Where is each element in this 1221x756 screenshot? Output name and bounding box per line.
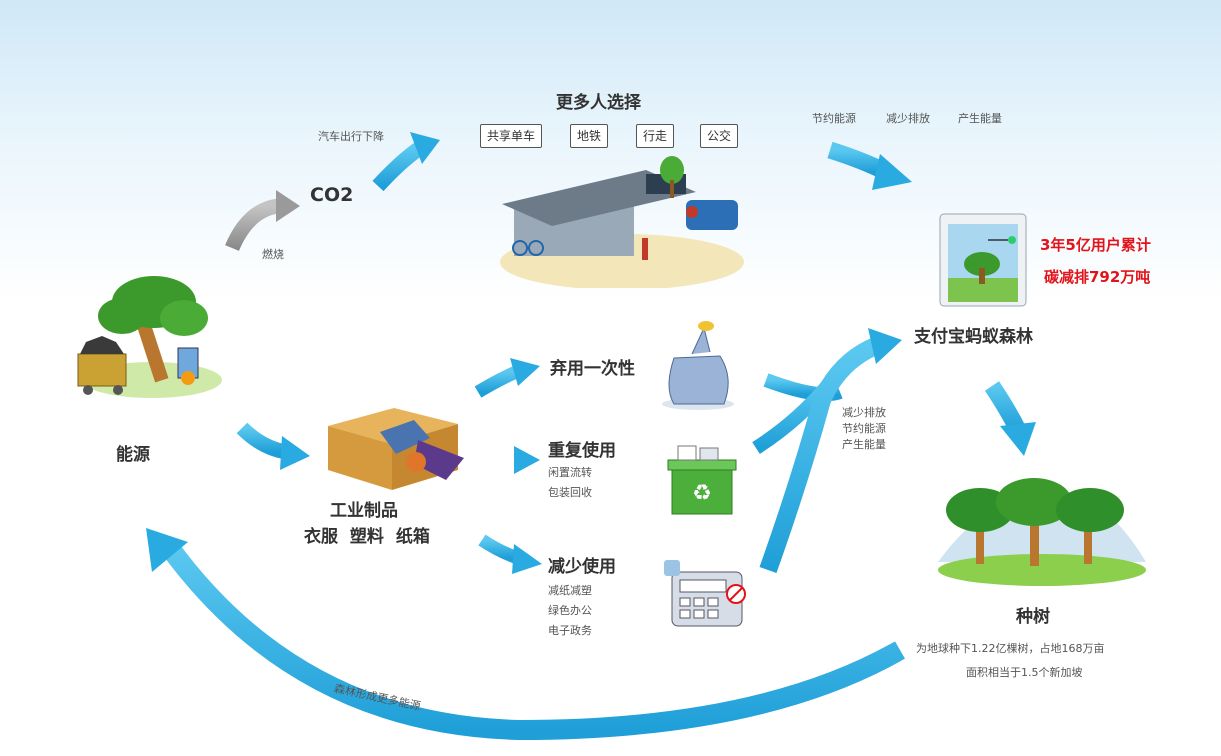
reduce-sub-gov: 电子政务	[548, 624, 592, 637]
mid-label-generate-energy: 产生能量	[842, 438, 886, 451]
mid-label-reduce-emission: 减少排放	[842, 406, 886, 419]
car-down-label: 汽车出行下降	[318, 130, 384, 143]
top-label-save-energy: 节约能源	[812, 112, 856, 125]
reuse-sub-idle: 闲置流转	[548, 466, 592, 479]
energy-illustration	[77, 276, 222, 398]
reuse-title: 重复使用	[548, 441, 616, 461]
reduce-title: 减少使用	[548, 557, 616, 577]
trash-bag-illustration	[662, 321, 734, 410]
recycle-bin-illustration: ♻	[667, 445, 737, 515]
to-abandon-arrow	[474, 358, 540, 398]
transport-option-walk: 行走	[636, 124, 675, 148]
transport-to-alipay-arrow	[827, 141, 912, 190]
alipay-forest-title: 支付宝蚂蚁森林	[914, 327, 1033, 347]
reduce-sub-office: 绿色办公	[548, 604, 592, 617]
top-label-generate-energy: 产生能量	[958, 112, 1002, 125]
burn-label: 燃烧	[262, 248, 284, 261]
transport-option-bus: 公交	[700, 124, 739, 148]
co2-label: CO2	[310, 184, 354, 206]
to-reuse-arrow	[480, 446, 540, 474]
transport-option-bike: 共享单车	[480, 124, 543, 148]
alipay-to-plant-arrow	[984, 381, 1036, 456]
abandon-title: 弃用一次性	[550, 359, 635, 379]
to-reduce-arrow	[478, 534, 542, 574]
svg-text:♻: ♻	[692, 481, 712, 506]
plant-desc-line1: 为地球种下1.22亿棵树，占地168万亩	[916, 642, 1105, 655]
mid-label-save-energy: 节约能源	[842, 422, 886, 435]
transport-option-subway: 地铁	[570, 124, 609, 148]
abandon-to-alipay-arrow	[763, 373, 843, 402]
energy-title: 能源	[116, 445, 150, 465]
burn-arrow	[225, 190, 300, 252]
reuse-sub-package: 包装回收	[548, 486, 592, 499]
office-illustration	[664, 560, 746, 627]
plant-desc-line2: 面积相当于1.5个新加坡	[966, 666, 1083, 679]
trees-illustration	[938, 478, 1146, 586]
industrial-title: 工业制品	[330, 501, 398, 521]
box-illustration	[328, 408, 464, 490]
more-choice-title: 更多人选择	[556, 93, 641, 113]
plant-title: 种树	[1016, 607, 1050, 627]
phone-illustration	[939, 213, 1027, 307]
industrial-sub: 衣服 塑料 纸箱	[304, 527, 430, 547]
top-label-reduce-emission: 减少排放	[886, 112, 930, 125]
station-illustration	[500, 156, 744, 288]
car-down-arrow	[372, 132, 440, 192]
reduce-to-alipay-arrow	[759, 328, 902, 574]
reduce-sub-paper: 减纸减塑	[548, 584, 592, 597]
stat-users: 3年5亿用户累计	[1040, 236, 1151, 254]
stat-carbon: 碳减排792万吨	[1044, 268, 1151, 286]
forest-return-arrow	[146, 528, 905, 741]
energy-to-industrial-arrow	[236, 422, 310, 470]
